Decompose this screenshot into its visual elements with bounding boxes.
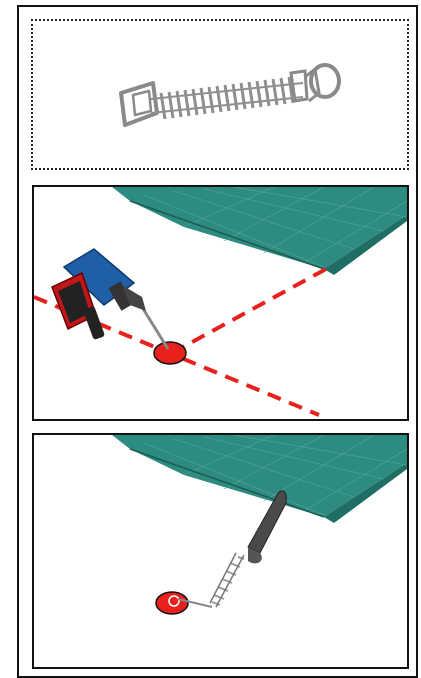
spring-anchor-panel: [31, 19, 409, 170]
strap-icon: [248, 491, 286, 564]
attach-step-panel: [32, 433, 409, 669]
buckle-icon: [121, 83, 157, 125]
drill-step-illustration: [34, 187, 407, 419]
anchor-point-marker: [156, 592, 188, 614]
drill-step-panel: [32, 185, 409, 421]
pool-cover: [112, 187, 407, 275]
spring-anchor-illustration: [33, 21, 407, 168]
spring-coil-icon: [210, 553, 244, 607]
spring-coil-icon: [151, 77, 303, 119]
drill-icon: [52, 249, 168, 349]
pool-cover: [112, 435, 407, 523]
attach-step-illustration: [34, 435, 407, 667]
anchor-point-marker: [154, 342, 186, 364]
